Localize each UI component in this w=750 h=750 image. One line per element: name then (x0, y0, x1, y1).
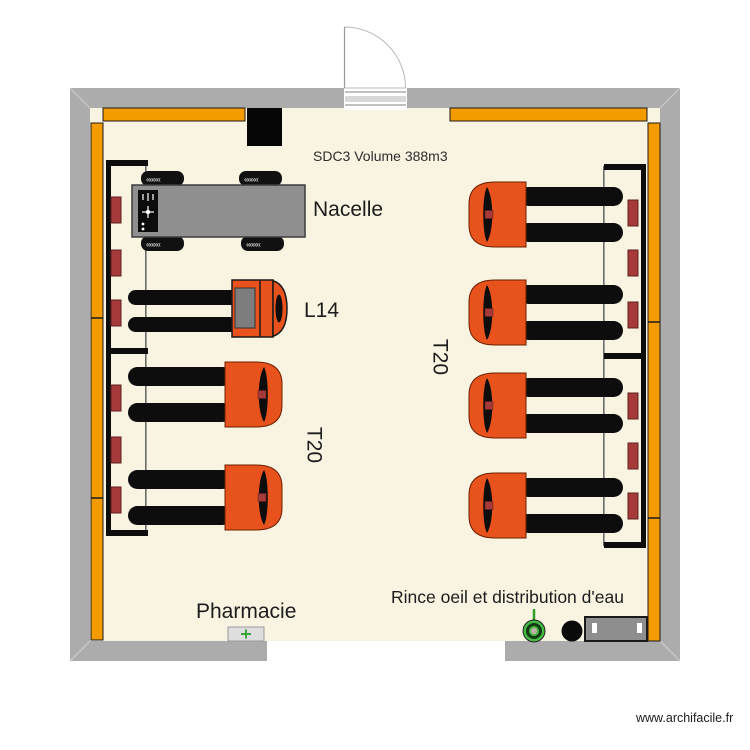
door-swing-arc-icon (344, 26, 407, 89)
nacelle-label[interactable]: Nacelle (313, 198, 383, 221)
pallet-rack-right[interactable] (603, 164, 646, 548)
l14-label[interactable]: L14 (304, 299, 339, 322)
nacelle-lift[interactable] (131, 171, 306, 251)
safety-barrier-left[interactable] (90, 122, 104, 641)
wall-corner-seam (69, 640, 91, 662)
water-dispenser[interactable] (584, 616, 648, 642)
rack-markers-left (110, 196, 122, 514)
water-point[interactable] (561, 620, 583, 642)
wall-corner-seam (659, 87, 681, 109)
safety-barrier-top-left[interactable] (102, 107, 246, 122)
room-volume-label[interactable]: SDC3 Volume 388m3 (313, 148, 448, 164)
eyewash-label[interactable]: Rince oeil et distribution d'eau (391, 587, 624, 607)
t20-right-label[interactable]: T20 (429, 339, 452, 375)
first-aid-kit[interactable] (227, 626, 265, 642)
t20-left-label[interactable]: T20 (303, 427, 326, 463)
bottom-wall-opening[interactable] (267, 641, 505, 662)
nacelle-control-panel (138, 190, 158, 232)
pharmacy-label[interactable]: Pharmacie (196, 600, 296, 623)
safety-barrier-right[interactable] (647, 122, 661, 642)
watermark: www.archifacile.fr (635, 711, 733, 725)
pallet-rack-left[interactable] (106, 160, 148, 536)
entrance-door[interactable] (343, 26, 407, 110)
wall-corner-seam (659, 640, 681, 662)
rack-markers-right (627, 199, 639, 520)
pillar[interactable] (247, 108, 282, 146)
wall-corner-seam (69, 87, 91, 109)
safety-barrier-top-right[interactable] (449, 107, 648, 122)
eyewash-station[interactable] (522, 609, 546, 643)
